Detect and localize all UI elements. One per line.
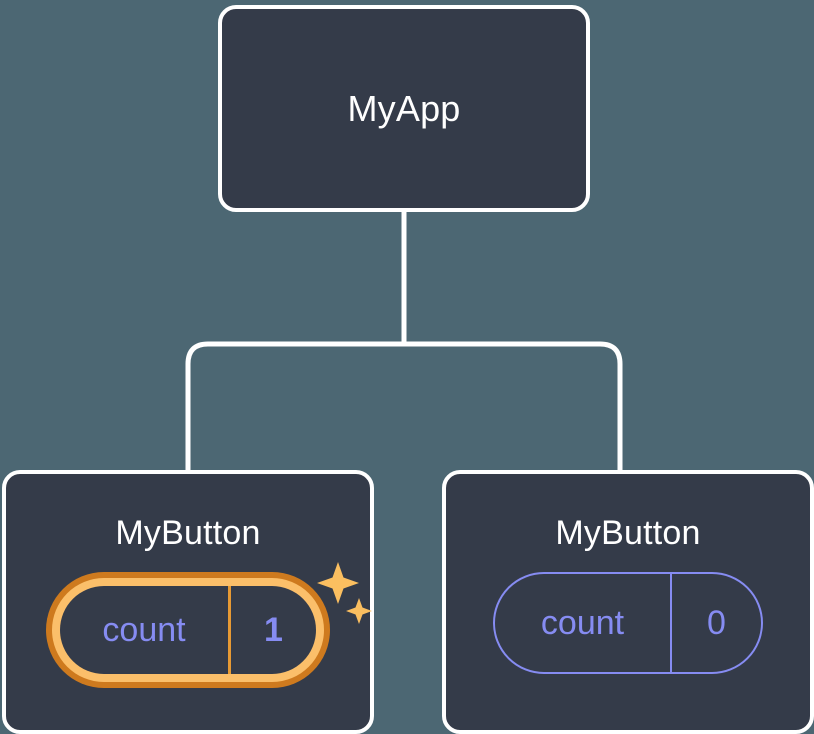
state-value-left: 1	[228, 586, 316, 674]
sparkle-small-icon	[346, 598, 372, 624]
edge-branch-bar	[185, 341, 623, 472]
node-myapp[interactable]: MyApp	[218, 5, 590, 212]
state-key-right: count	[540, 604, 625, 642]
node-mybutton-left-label: MyButton	[115, 514, 261, 552]
node-mybutton-right-label: MyButton	[555, 514, 701, 552]
state-pill-left[interactable]: count 1	[60, 586, 316, 674]
node-mybutton-left[interactable]: MyButton count 1	[2, 470, 374, 734]
state-key-left: count	[102, 611, 186, 649]
node-myapp-label: MyApp	[347, 87, 461, 129]
state-pill-right[interactable]: count 0	[493, 572, 763, 674]
state-value-right: 0	[670, 574, 761, 672]
state-pill-left-highlight-ring: count 1	[46, 572, 330, 688]
state-pill-left-highlight-ring-inner: count 1	[52, 578, 324, 682]
state-pill-right-wrap: count 0	[493, 572, 763, 674]
state-pill-left-wrap: count 1	[46, 562, 372, 688]
sparkle-large-icon	[317, 562, 359, 604]
node-mybutton-right[interactable]: MyButton count 0	[442, 470, 814, 734]
